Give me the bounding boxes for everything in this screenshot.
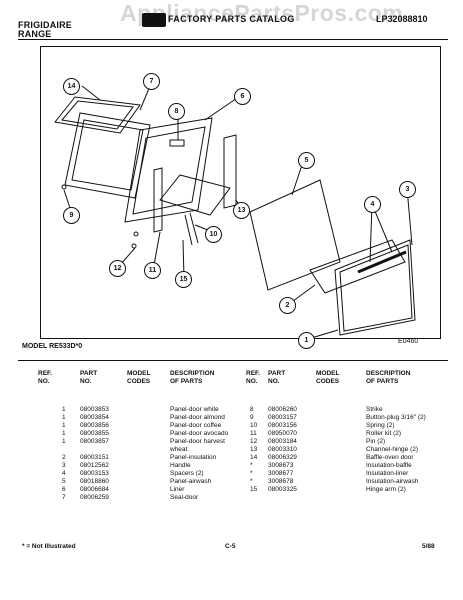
airwash-panel: [159, 174, 231, 216]
strike: [169, 139, 185, 147]
print-date: 5/88: [422, 543, 435, 550]
callout-3: 3: [399, 181, 416, 198]
callout-10: 10: [205, 226, 222, 243]
watermark-text: AppliancePartsPros.com: [120, 0, 404, 26]
brand-logo: [142, 13, 166, 27]
callout-8: 8: [168, 103, 185, 120]
footnote: * = Not Illustrated: [22, 543, 76, 550]
seal-frame: [54, 96, 141, 134]
header-ref-right: REF.NO.: [246, 370, 261, 385]
callout-11: 11: [144, 262, 161, 279]
callout-12: 12: [109, 260, 126, 277]
handle: [357, 250, 407, 274]
callout-4: 4: [364, 196, 381, 213]
brand-block: FRIGIDAIRE RANGE: [18, 21, 72, 39]
table-divider: [18, 360, 448, 361]
door-panel: [334, 239, 416, 336]
callout-9: 9: [63, 207, 80, 224]
header-ref-left: REF.NO.: [38, 370, 53, 385]
diagram-code: E0460: [398, 338, 419, 345]
callout-15: 15: [175, 271, 192, 288]
callout-14: 14: [63, 78, 80, 95]
callout-13: 13: [233, 202, 250, 219]
panel-airwash: [309, 239, 406, 294]
callout-5: 5: [298, 152, 315, 169]
catalog-title: FACTORY PARTS CATALOG: [168, 14, 295, 24]
callout-2: 2: [279, 297, 296, 314]
callout-6: 6: [234, 88, 251, 105]
liner: [124, 117, 213, 223]
brand-name: FRIGIDAIRE: [18, 20, 73, 30]
diagram-frame: [40, 46, 441, 339]
seal-door: [64, 112, 151, 199]
header-divider: [18, 39, 448, 40]
callout-7: 7: [143, 73, 160, 90]
catalog-number: LP32088810: [376, 14, 428, 24]
page-number: C-5: [225, 543, 236, 550]
panel-insulation: [249, 179, 341, 291]
callout-1: 1: [298, 332, 315, 349]
channel-hinge: [223, 134, 237, 209]
model-label: MODEL RE533D*0: [22, 343, 83, 350]
appliance-type: RANGE: [18, 29, 52, 39]
